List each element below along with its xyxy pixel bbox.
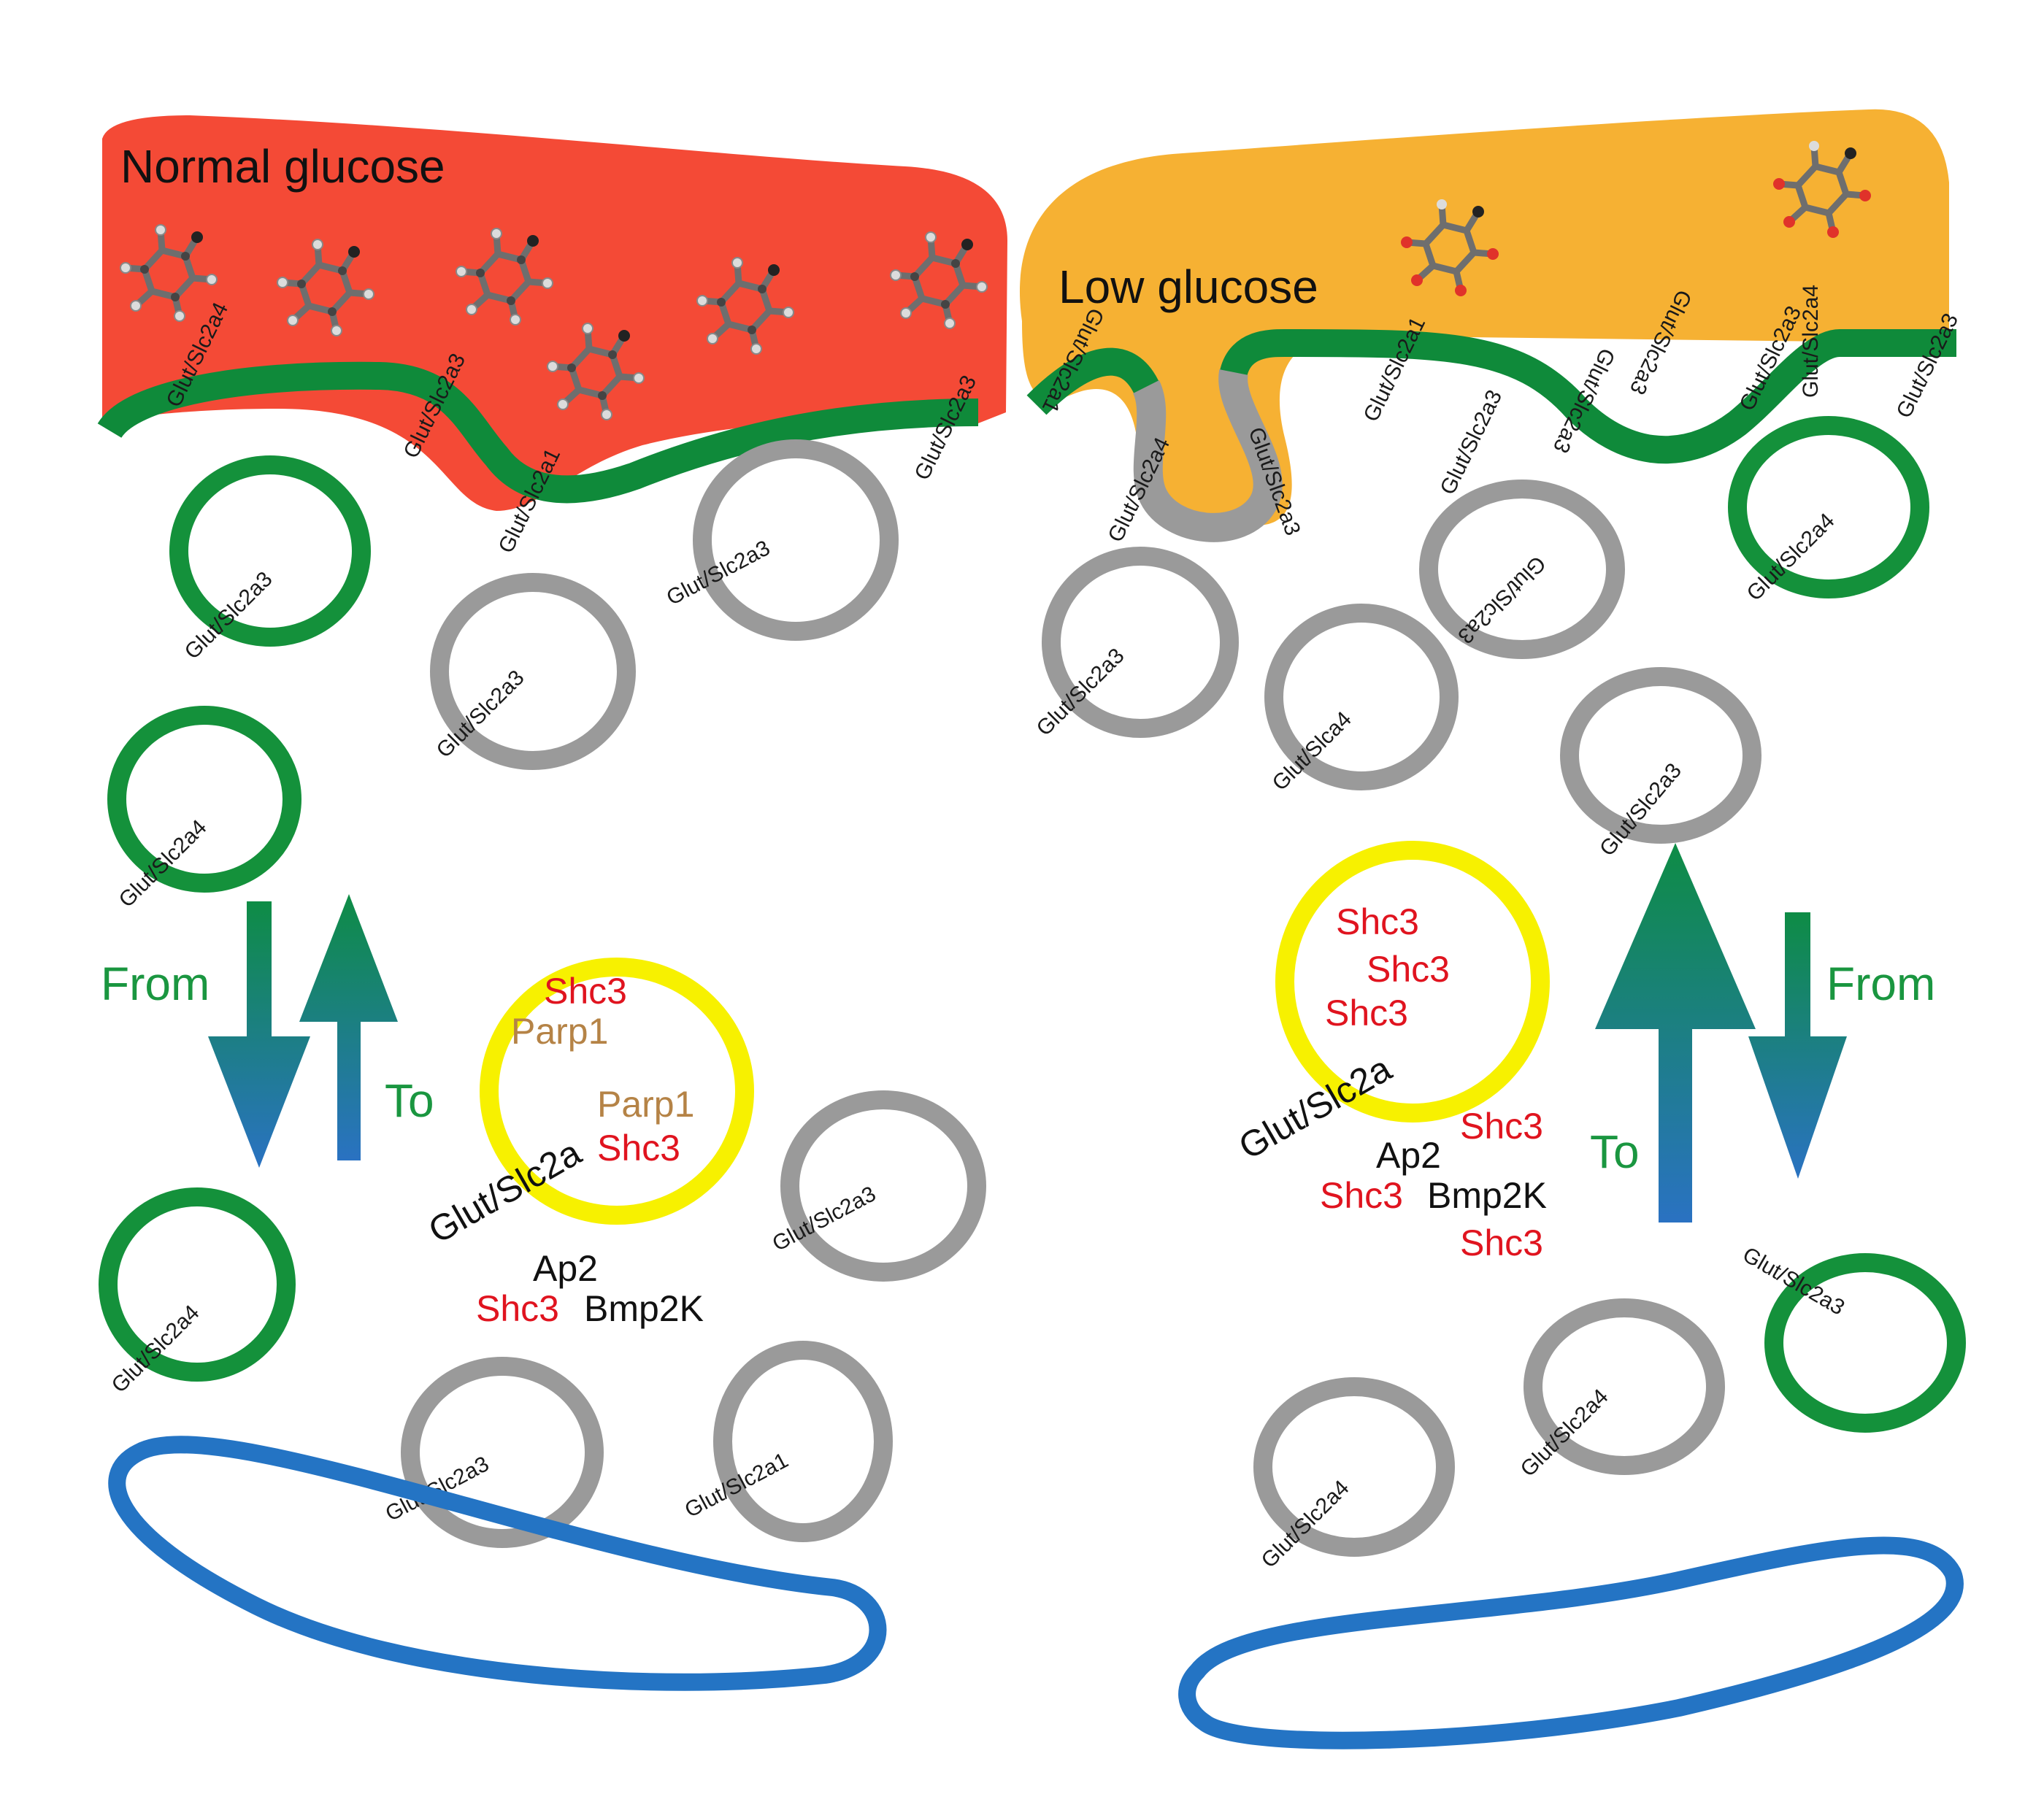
endosome-left [108, 1436, 887, 1691]
to-label: To [385, 1074, 434, 1127]
shc3-label: Shc3 [544, 971, 627, 1012]
shc3-label: Shc3 [1460, 1106, 1543, 1147]
vesicle-label: Glut/Slc2a1 [681, 1448, 792, 1522]
vesicle-gray [1253, 1377, 1455, 1557]
left-panel-normal-glucose: Normal glucose Glut/Slc2a4 Glut/Slc2a3 G… [97, 115, 1007, 1691]
to-label: To [1590, 1125, 1640, 1178]
plasma-membrane-left [97, 361, 979, 504]
bmp2k-label: Bmp2K [1427, 1175, 1547, 1216]
vesicle-gray [401, 1357, 604, 1548]
vesicle-gray [1264, 604, 1459, 790]
vesicle-gray [1419, 480, 1625, 659]
left-title: Normal glucose [120, 140, 445, 193]
arrow-up-to [299, 894, 398, 1160]
shc3-label: Shc3 [476, 1288, 559, 1329]
shc3-label: Shc3 [1460, 1222, 1543, 1263]
vesicle-gray [1560, 667, 1761, 844]
endosome-right [1178, 1536, 1964, 1749]
vesicle-gray [430, 573, 636, 770]
vesicle-gray [1042, 547, 1239, 738]
bmp2k-label: Bmp2K [584, 1288, 704, 1329]
vesicle-green [1764, 1253, 1966, 1433]
right-title: Low glucose [1058, 261, 1318, 313]
ap2-label: Ap2 [1376, 1135, 1441, 1176]
vesicle-gray [780, 1090, 986, 1282]
membrane-label: Glut/Slc2a4 [1799, 285, 1823, 398]
vesicle-green [1728, 416, 1929, 598]
vesicle-label: Glut/Slc2a3 [1453, 551, 1550, 648]
shc3-label: Shc3 [1320, 1175, 1403, 1216]
vesicle-green [99, 1187, 296, 1382]
from-label: From [101, 958, 210, 1010]
arrow-down-from [208, 901, 310, 1168]
right-panel-low-glucose: Low glucose Glut/Slc2a1 Glut/Slc2a4 Glut… [1019, 109, 1966, 1749]
shc3-label: Shc3 [597, 1128, 680, 1168]
vesicle-green [169, 455, 371, 647]
vesicle-gray [693, 439, 899, 641]
vesicle-yellow [1275, 841, 1550, 1123]
vesicle-yellow [480, 958, 754, 1225]
parp1-label: Parp1 [511, 1011, 608, 1052]
parp1-label: Parp1 [597, 1084, 694, 1125]
membrane-label: Glut/Slc2a3 [1436, 386, 1507, 498]
vesicle-gray [1524, 1298, 1725, 1475]
vesicle-green [107, 706, 301, 893]
shc3-label: Shc3 [1367, 949, 1450, 990]
arrow-up-to [1595, 843, 1756, 1222]
from-label: From [1826, 958, 1935, 1010]
ap2-label: Ap2 [533, 1248, 598, 1289]
vesicle-gray [713, 1341, 893, 1542]
arrow-down-from [1748, 912, 1847, 1179]
shc3-label: Shc3 [1325, 993, 1408, 1033]
extracellular-normal-glucose-region [102, 115, 1007, 511]
endocytic-pit-gray [1132, 369, 1283, 542]
shc3-label: Shc3 [1336, 901, 1419, 942]
